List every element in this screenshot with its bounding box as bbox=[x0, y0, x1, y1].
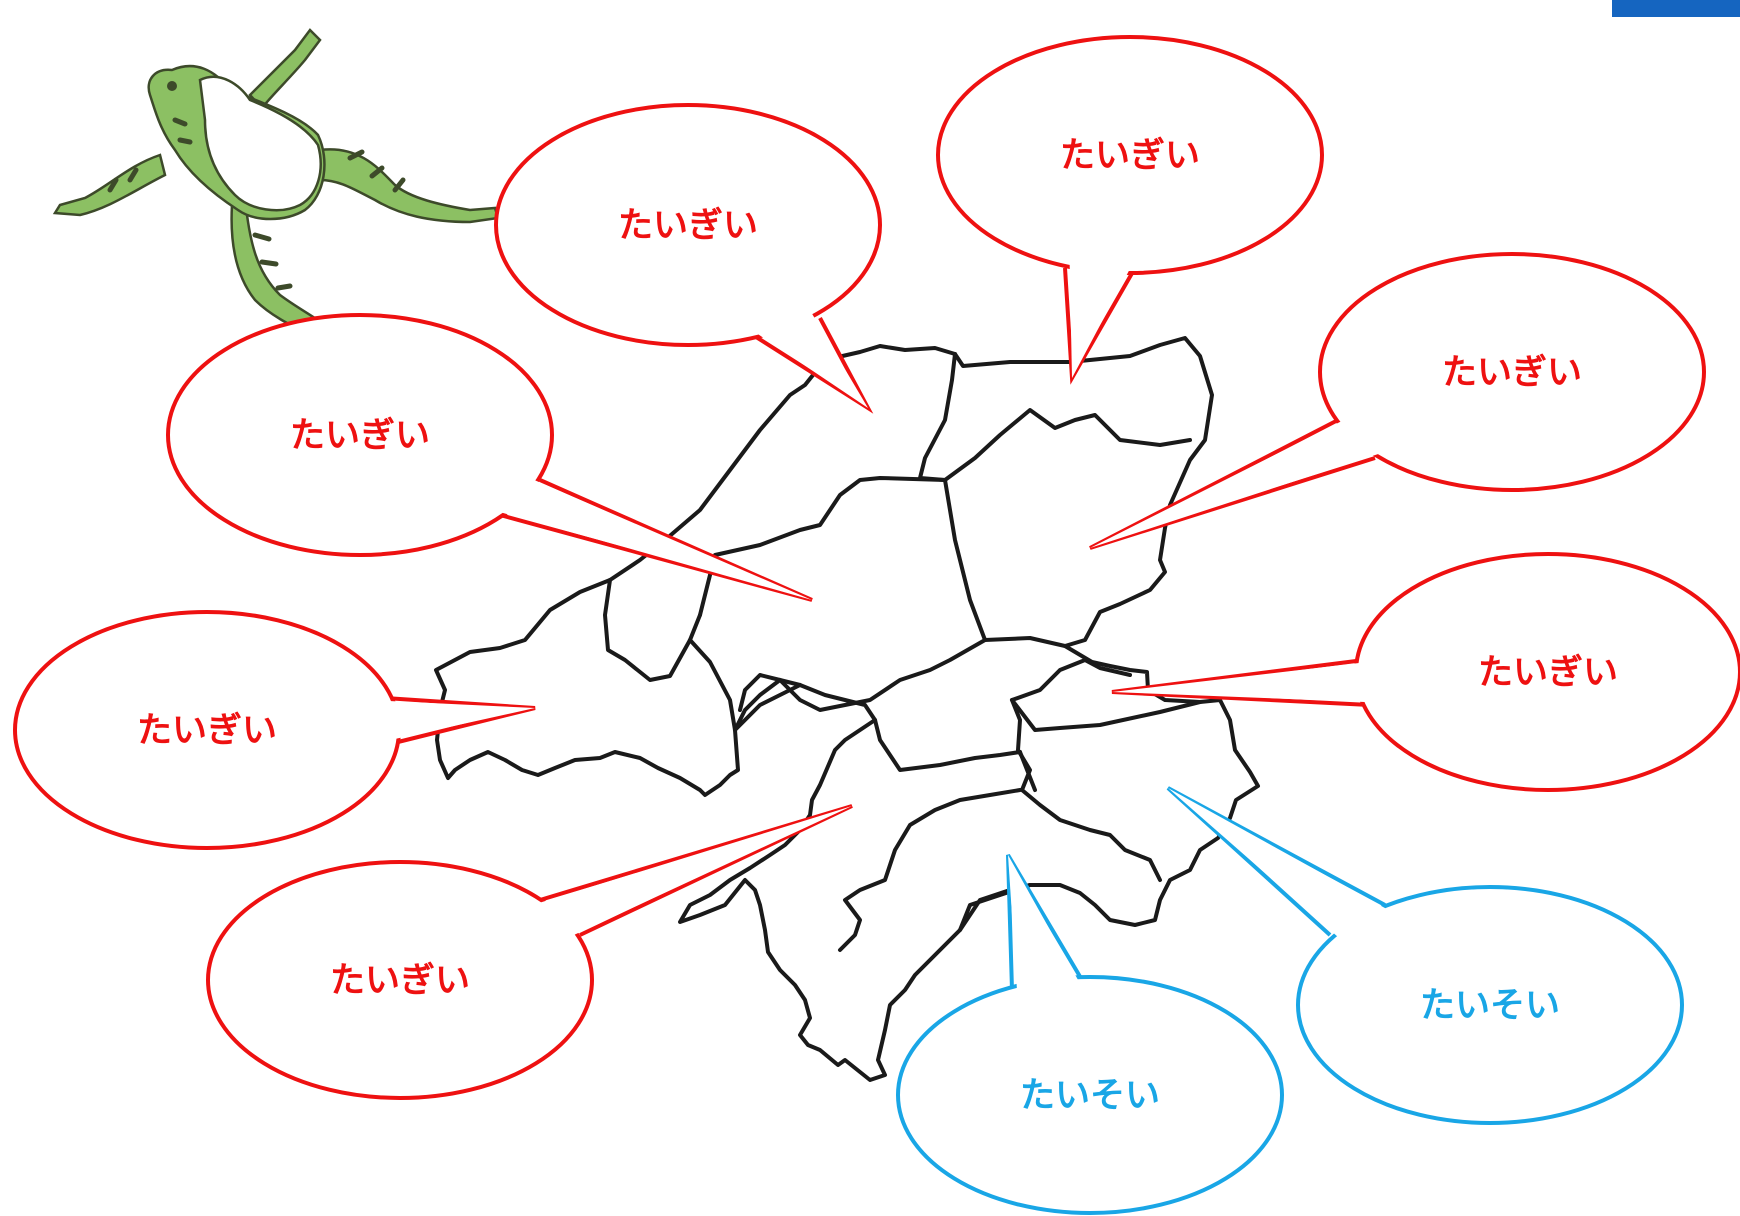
boundary-south-east-a bbox=[1010, 698, 1162, 882]
boundary-center-v bbox=[698, 476, 947, 617]
speech-bubble-top-center: たいぎい bbox=[494, 103, 882, 414]
ward-boundary-map bbox=[434, 336, 1260, 1082]
speech-bubble-label: たいぎい bbox=[618, 206, 758, 246]
speech-bubble-seam bbox=[1112, 661, 1381, 703]
speech-bubble-label: たいそい bbox=[1420, 986, 1560, 1026]
speech-bubble-outline bbox=[206, 860, 594, 1100]
boundary-center-east bbox=[943, 478, 1067, 648]
map-outer-outline bbox=[434, 336, 1260, 1082]
speech-bubble-outline bbox=[936, 35, 1324, 275]
speech-bubble-bottom-center: たいそい bbox=[896, 853, 1284, 1215]
speech-bubble-seam bbox=[532, 806, 852, 938]
frog-stripes bbox=[107, 117, 406, 291]
speech-bubble-label: たいぎい bbox=[1442, 353, 1582, 393]
boundary-south-mid bbox=[873, 718, 1022, 772]
speech-bubble-seam bbox=[492, 477, 812, 600]
frog-leg-right bbox=[318, 148, 500, 224]
speech-bubble-label: たいぎい bbox=[137, 711, 277, 751]
speech-bubble-top-right: たいぎい bbox=[936, 35, 1324, 385]
speech-bubble-right-middle: たいぎい bbox=[1111, 552, 1740, 792]
speech-bubble-outline bbox=[166, 313, 554, 557]
speech-bubble-outline bbox=[494, 103, 882, 347]
frog-belly bbox=[198, 75, 322, 212]
boundary-center-south bbox=[733, 638, 987, 732]
frog-arm-left bbox=[52, 153, 167, 217]
speech-bubble-left-lower: たいぎい bbox=[206, 804, 853, 1100]
speech-bubble-bottom-right: たいそい bbox=[1166, 786, 1684, 1125]
speech-bubble-label: たいぎい bbox=[1478, 653, 1618, 693]
speech-bubble-seam bbox=[374, 700, 535, 741]
speech-bubble-left-middle: たいぎい bbox=[13, 610, 536, 850]
speech-bubble-label: たいぎい bbox=[1060, 136, 1200, 176]
corner-tab bbox=[1612, 0, 1740, 17]
speech-bubble-outline bbox=[1296, 885, 1684, 1125]
boundary-west-b bbox=[688, 638, 737, 732]
speech-bubble-seam bbox=[1008, 855, 1085, 997]
boundary-west-a bbox=[603, 578, 702, 682]
speech-bubble-seam bbox=[1168, 788, 1391, 939]
speech-bubble-seam bbox=[742, 312, 868, 408]
speech-bubble-seam bbox=[1090, 417, 1383, 548]
speech-bubble-left-upper: たいぎい bbox=[166, 313, 813, 602]
boundary-south-west bbox=[838, 750, 1037, 952]
speech-bubble-right-upper: たいぎい bbox=[1089, 252, 1706, 550]
speech-bubble-seam bbox=[1069, 261, 1134, 378]
frog-illustration bbox=[52, 28, 500, 354]
frog-eye bbox=[167, 81, 177, 91]
speech-bubble-outline bbox=[1318, 252, 1706, 492]
speech-bubble-label: たいぎい bbox=[330, 961, 470, 1001]
speech-bubble-outline bbox=[896, 975, 1284, 1215]
boundary-north-east bbox=[943, 408, 1192, 482]
speech-bubble-label: たいぎい bbox=[290, 416, 430, 456]
speech-bubble-label: たいそい bbox=[1020, 1076, 1160, 1116]
boundary-north-a bbox=[918, 352, 957, 482]
frog-arm-top bbox=[248, 28, 322, 110]
boundary-south-east-b bbox=[1010, 658, 1202, 732]
